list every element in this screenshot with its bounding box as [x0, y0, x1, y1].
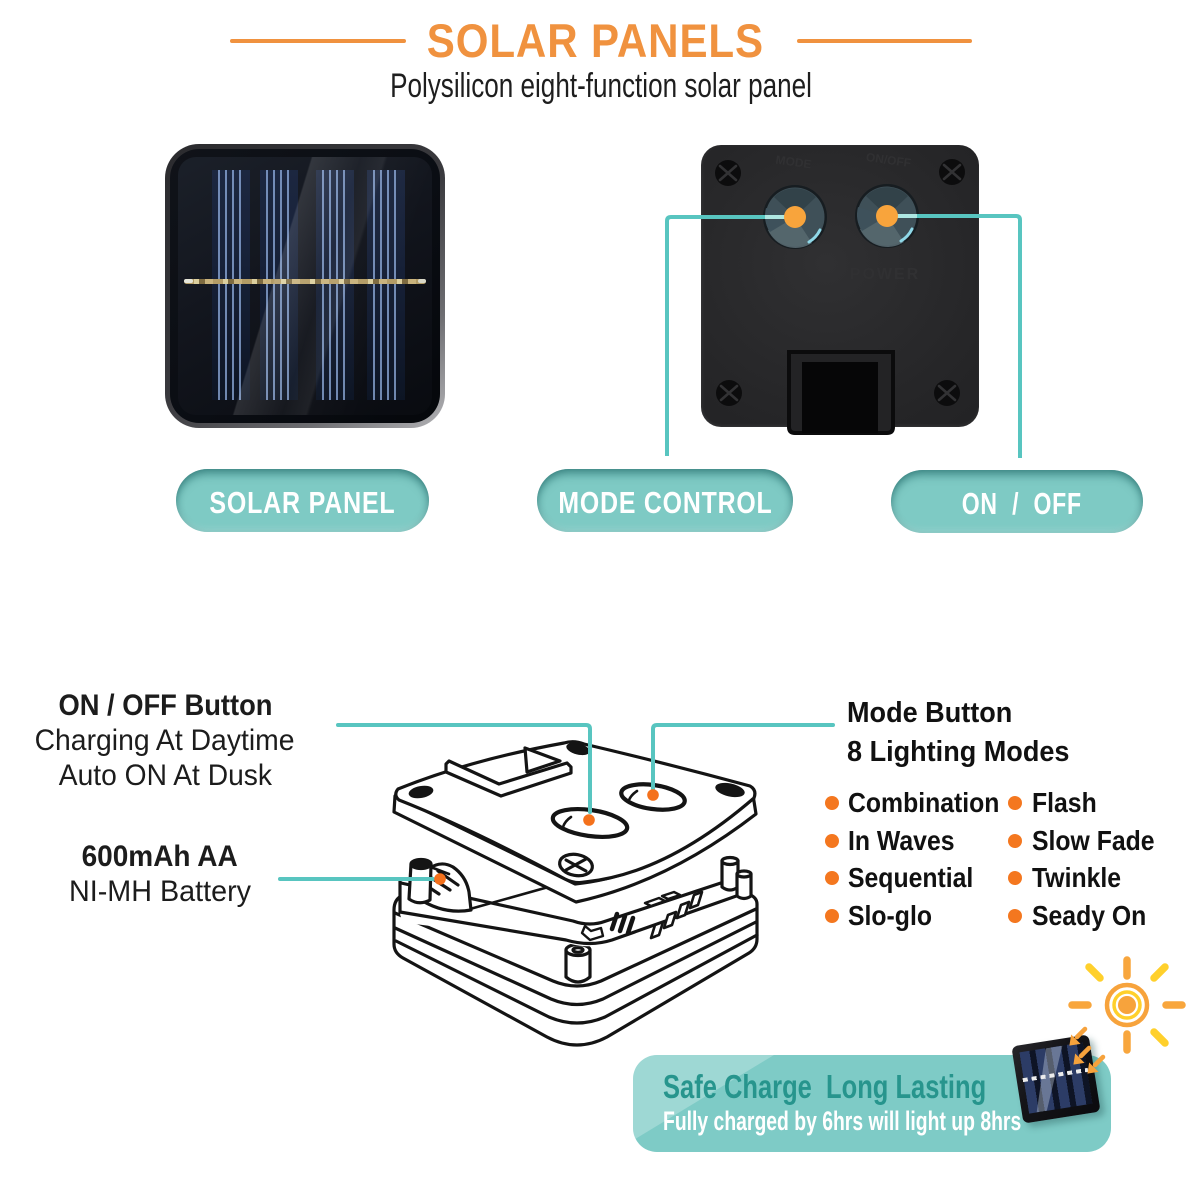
svg-text:POWER: POWER: [850, 266, 920, 283]
svg-text:MODE: MODE: [775, 153, 813, 172]
svg-text:ON/OFF: ON/OFF: [865, 150, 912, 170]
